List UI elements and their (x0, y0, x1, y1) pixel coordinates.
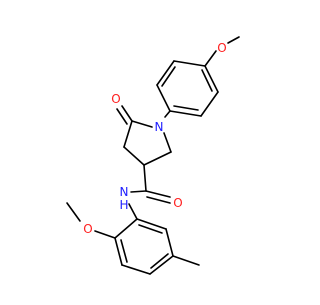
bond-double-inner (173, 105, 199, 111)
atom-o-methoxy-bottom: O (83, 222, 92, 236)
atom-n-amide: N (120, 185, 129, 199)
molecule-structure: O N O O N H O (66, 36, 240, 275)
bond (156, 84, 171, 112)
bond-ketone (121, 105, 133, 122)
bond-double-inner (138, 224, 163, 234)
atom-o-ketone: O (111, 92, 120, 106)
bond (121, 264, 151, 275)
bond-nh-phenyl (128, 203, 138, 220)
bond-carbonyl-nh (130, 190, 147, 193)
atom-o-methoxy-top: O (217, 41, 226, 55)
bond-o-phenyl-top (204, 50, 217, 67)
bond (200, 91, 219, 117)
bond-amide-co (145, 190, 171, 198)
bond (136, 218, 167, 230)
bond-phenyl-o-methoxy (94, 230, 116, 239)
bond-double-inner (161, 66, 176, 87)
atom-h-amide: H (119, 198, 128, 212)
bond-c5-c4 (123, 120, 133, 148)
bond-double-inner (120, 239, 128, 263)
bond (114, 218, 138, 239)
bond-o-ch3-methoxy (66, 202, 81, 222)
bond-c3-c2 (143, 151, 172, 166)
bond-phenyl-n (164, 110, 171, 118)
molecule-canvas: O N O O N H O (66, 36, 240, 275)
bond-n-c5 (131, 120, 153, 128)
bond (156, 60, 175, 86)
bond-double-inner (150, 253, 169, 269)
pyrrolidinone-ring (123, 120, 172, 166)
atom-o-amide: O (173, 196, 182, 210)
bond-c4-c3 (123, 146, 145, 166)
bond (149, 255, 174, 275)
bond-c2-n (163, 132, 172, 153)
bond-ch3-o-top (227, 36, 240, 44)
phenyl-ring-bottom (114, 218, 174, 275)
bond (173, 60, 206, 67)
bond (204, 65, 219, 93)
bond-ketone-double (116, 108, 128, 125)
bond-double-inner (201, 69, 213, 92)
atom-n-ring: N (155, 120, 164, 134)
bond (114, 237, 123, 266)
bond (165, 228, 174, 257)
bond-amide-co-double (146, 196, 171, 204)
phenyl-ring-top (156, 60, 219, 117)
bond-phenyl-ch3 (172, 255, 200, 266)
bond (169, 110, 202, 117)
bond-c3-carbonyl (143, 164, 147, 192)
